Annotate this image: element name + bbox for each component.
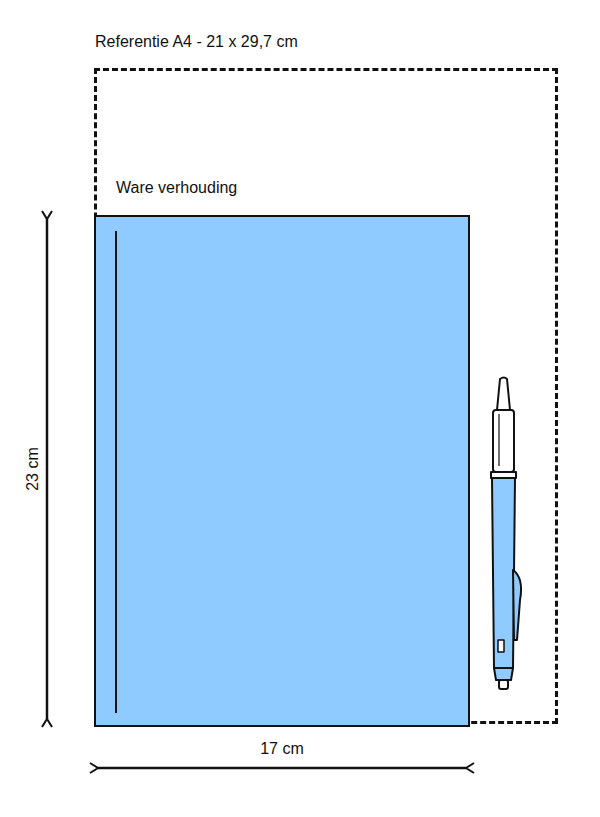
pen xyxy=(491,378,521,690)
a4-reference-outline: Referentie A4 - 21 x 29,7 cmWare verhoud… xyxy=(94,68,558,724)
heading: Referentie A4 - 21 x 29,7 cm xyxy=(95,33,298,51)
heading: Ware verhouding xyxy=(116,179,237,197)
dimension-arrow xyxy=(98,767,466,770)
dimension-label: 23 cm xyxy=(24,444,42,494)
dimension-label: 17 cm xyxy=(257,740,307,758)
binding-line xyxy=(115,231,117,713)
dimension-arrow xyxy=(46,219,49,719)
notebook-shape: Ware verhouding xyxy=(94,215,470,727)
